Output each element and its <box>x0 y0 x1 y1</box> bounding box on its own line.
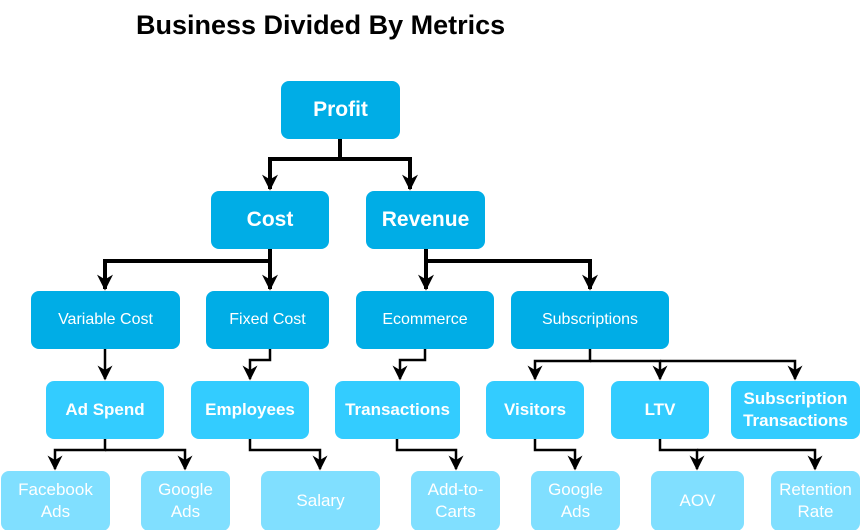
node-ltv: LTV <box>611 381 709 439</box>
node-subscriptions: Subscriptions <box>511 291 669 349</box>
node-ad-spend: Ad Spend <box>46 381 164 439</box>
edge-employees-salary <box>248 439 328 471</box>
node-fixed-cost: Fixed Cost <box>206 291 329 349</box>
diagram-title: Business Divided By Metrics <box>136 10 506 40</box>
node-facebook-ads: Facebook Ads <box>1 471 110 530</box>
node-salary: Salary <box>261 471 380 530</box>
node-subscription-transactions: Subscription Transactions <box>731 381 860 439</box>
node-ecommerce: Ecommerce <box>356 291 494 349</box>
node-google-ads: Google Ads <box>141 471 230 530</box>
node-employees: Employees <box>191 381 309 439</box>
edge-profit-revenue <box>338 139 418 191</box>
edge-subscriptions-visitors <box>527 349 592 381</box>
edge-subscriptions-subtrans <box>660 359 803 381</box>
edge-transactions-addtocarts <box>395 439 464 471</box>
edge-adspend-facebook <box>47 439 107 471</box>
node-profit: Profit <box>281 81 400 139</box>
node-visitors: Visitors <box>486 381 584 439</box>
node-aov: AOV <box>651 471 744 530</box>
node-add-to-carts: Add-to-Carts <box>411 471 500 530</box>
node-revenue: Revenue <box>366 191 485 249</box>
edge-visitors-google <box>533 439 583 471</box>
edge-fixed-employees <box>242 349 272 381</box>
edge-ecommerce-transactions <box>392 349 427 381</box>
edge-ltv-aov <box>658 439 705 471</box>
edge-subscriptions-ltv <box>590 359 668 381</box>
edge-adspend-google <box>105 448 193 471</box>
node-google-ads: Google Ads <box>531 471 620 530</box>
edge-cost-variable <box>97 249 272 291</box>
node-variable-cost: Variable Cost <box>31 291 180 349</box>
node-transactions: Transactions <box>335 381 460 439</box>
edge-ltv-retention <box>697 448 823 471</box>
edge-profit-cost <box>262 139 342 191</box>
edge-revenue-subscriptions <box>426 259 598 291</box>
node-retention-rate: Retention Rate <box>771 471 860 530</box>
node-cost: Cost <box>211 191 329 249</box>
